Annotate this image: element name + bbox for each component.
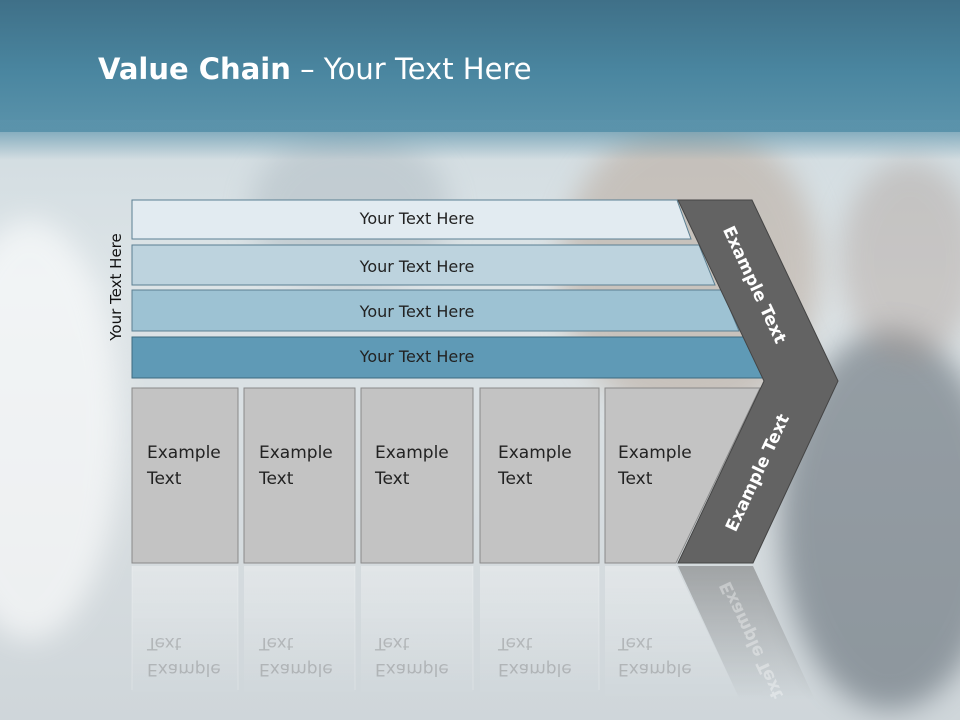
box-text-line: Text [618, 469, 653, 489]
box-text-line: Example [147, 443, 221, 463]
row-text-3: Your Text Here [359, 302, 475, 321]
box-5 [604, 387, 761, 564]
box-text-line: Text [259, 469, 294, 489]
box-text-line: Example [498, 443, 572, 463]
box-text-line: Text [147, 469, 182, 489]
slide-title: Value Chain – Your Text Here [98, 52, 532, 86]
box-4 [479, 387, 600, 564]
background-photo-shape [840, 160, 960, 360]
box-text-line: Example [618, 443, 692, 463]
chevron-arrow [677, 199, 839, 564]
box-1 [131, 387, 239, 564]
vertical-axis-label: Your Text Here [107, 233, 125, 341]
reflection [131, 566, 815, 700]
box-text-line: Text [375, 469, 410, 489]
box-text-line: Text [498, 469, 533, 489]
box-3 [360, 387, 474, 564]
row-text-2: Your Text Here [359, 257, 475, 276]
title-rest: – Your Text Here [290, 52, 532, 86]
row-bar-3 [131, 289, 740, 332]
row-bar-2 [131, 244, 716, 286]
box-2 [243, 387, 356, 564]
box-text-line: Example [375, 443, 449, 463]
box-text-line: Example [259, 443, 333, 463]
header-fade [0, 120, 960, 160]
row-text-1: Your Text Here [359, 209, 475, 228]
title-bold: Value Chain [98, 52, 291, 86]
header-bar [0, 0, 960, 132]
row-bar-1 [131, 199, 692, 240]
row-text-4: Your Text Here [359, 347, 475, 366]
